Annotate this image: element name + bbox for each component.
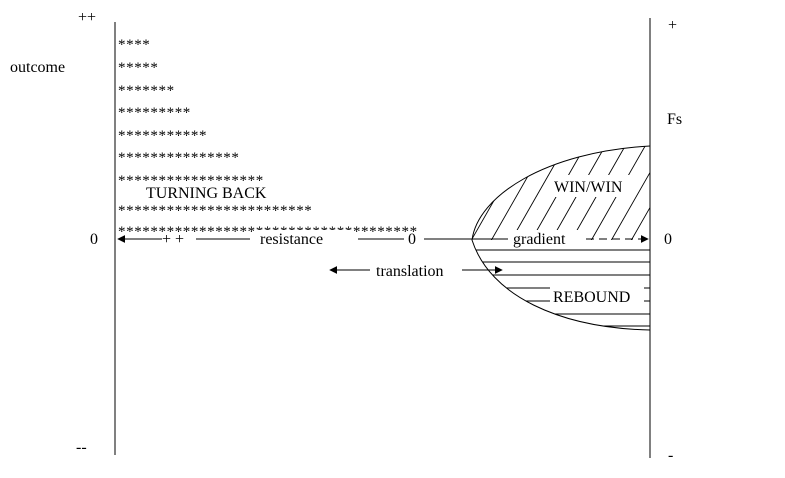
star-row: ************************: [118, 203, 312, 219]
win-win-label: WIN/WIN: [554, 179, 623, 196]
mid-zero-label: 0: [408, 231, 416, 248]
rebound-label: REBOUND: [553, 289, 630, 306]
star-row: ***********: [118, 128, 207, 144]
right-axis-top-label: +: [668, 17, 677, 34]
turning-back-label: TURNING BACK: [146, 185, 267, 202]
left-axis-side-label: outcome: [10, 59, 65, 76]
star-row: *******: [118, 83, 175, 99]
right-axis-side-label: Fs: [667, 111, 682, 128]
right-axis-zero-label: 0: [664, 231, 672, 248]
star-row: *****: [118, 60, 159, 76]
translation-label-bg: [372, 261, 460, 279]
gradient-label: gradient: [513, 231, 566, 248]
translation-label: translation: [376, 263, 444, 280]
left-axis-bottom-label: --: [76, 439, 87, 456]
left-axis-top-label: ++: [78, 9, 96, 26]
plus-plus-label: + +: [162, 231, 184, 248]
win-win-label-bg: [551, 175, 635, 197]
star-row: *********: [118, 105, 191, 121]
star-row: ***************: [118, 150, 240, 166]
star-rows: **** ***** ******* ********* ***********…: [118, 37, 417, 240]
resistance-label: resistance: [260, 231, 323, 248]
rebound-label-bg: [550, 287, 644, 307]
left-axis-zero-label: 0: [90, 231, 98, 248]
region-outline: [471, 145, 651, 331]
right-axis-bottom-label: -: [668, 447, 673, 464]
gradient-label-bg: [510, 230, 582, 248]
star-row: ****: [118, 37, 150, 53]
star-row: ******************: [118, 173, 264, 189]
resistance-label-bg: [254, 230, 354, 248]
